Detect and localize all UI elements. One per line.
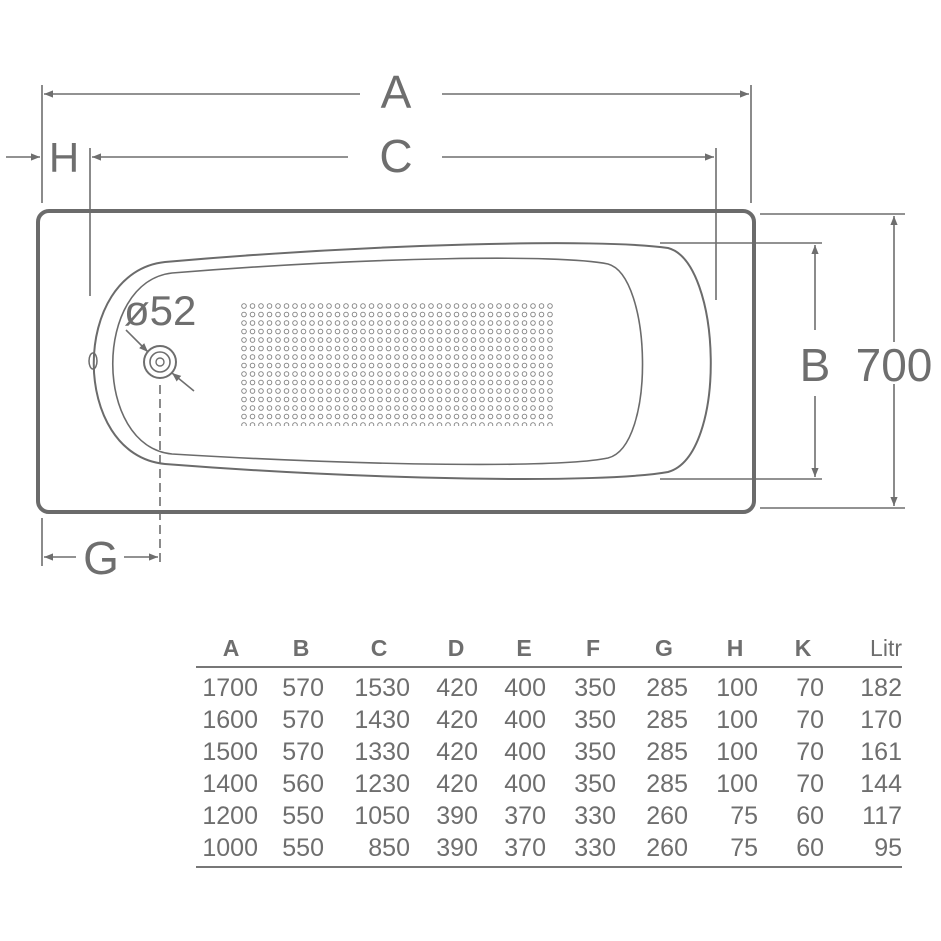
table-cell-e: 400 xyxy=(504,769,546,798)
col-header-B: B xyxy=(266,630,336,668)
table-cell-d: 420 xyxy=(436,673,478,702)
table-cell-b: 550 xyxy=(282,801,324,830)
table-cell-g: 260 xyxy=(646,801,688,830)
table-row: 1600 570 1430 420 400 350 285 100 70 170 xyxy=(196,704,902,736)
table-cell-c: 1230 xyxy=(354,769,410,798)
table-cell-h: 100 xyxy=(716,769,758,798)
overflow-hole xyxy=(88,352,98,370)
table-cell-k: 70 xyxy=(796,769,824,798)
bathtub-dimension-drawing: A C H G B 700 ø52 xyxy=(6,66,933,584)
table-cell-d: 420 xyxy=(436,705,478,734)
drain-arrow-upper xyxy=(125,329,149,353)
table-cell-f: 350 xyxy=(574,737,616,766)
label-A: A xyxy=(381,66,412,118)
table-cell-e: 370 xyxy=(504,801,546,830)
col-header-litr: Litr xyxy=(836,630,902,668)
table-cell-k: 70 xyxy=(796,705,824,734)
table-cell-litr: 95 xyxy=(836,832,902,868)
col-header-D: D xyxy=(422,630,490,668)
col-header-F: F xyxy=(558,630,628,668)
table-cell-g: 285 xyxy=(646,705,688,734)
table-cell-g: 260 xyxy=(628,832,700,868)
table-cell-a: 1600 xyxy=(202,705,258,734)
table-cell-a: 1200 xyxy=(202,801,258,830)
table-cell-litr: 182 xyxy=(860,673,902,702)
table-cell-e: 400 xyxy=(504,705,546,734)
label-G: G xyxy=(83,532,119,584)
table-cell-f: 330 xyxy=(574,801,616,830)
table-cell-h: 100 xyxy=(716,705,758,734)
table-cell-f: 330 xyxy=(558,832,628,868)
dimensions-table: A B C D E F G H K Litr 1700 570 1530 420 400… xyxy=(196,630,902,868)
table-cell-k: 70 xyxy=(796,737,824,766)
drain-arrow-lower xyxy=(171,372,195,392)
table-row: 1700 570 1530 420 400 350 285 100 70 182 xyxy=(196,667,902,704)
table-cell-f: 350 xyxy=(574,673,616,702)
table-cell-c: 1330 xyxy=(354,737,410,766)
col-header-E: E xyxy=(490,630,558,668)
label-B: B xyxy=(800,339,831,391)
bathtub-basin xyxy=(111,257,644,466)
col-header-G: G xyxy=(628,630,700,668)
table-cell-h: 100 xyxy=(716,673,758,702)
extension-lines xyxy=(41,85,905,566)
label-H: H xyxy=(49,134,79,181)
bathtub-outer-rim xyxy=(36,209,756,514)
table-cell-c: 1050 xyxy=(354,801,410,830)
table-cell-litr: 144 xyxy=(860,769,902,798)
table-cell-g: 285 xyxy=(646,769,688,798)
table-cell-a: 1700 xyxy=(202,673,258,702)
table-cell-a: 1000 xyxy=(196,832,266,868)
table-cell-c: 1430 xyxy=(354,705,410,734)
table-cell-d: 390 xyxy=(422,832,490,868)
table-cell-litr: 170 xyxy=(860,705,902,734)
col-header-C: C xyxy=(336,630,422,668)
bathtub-shape xyxy=(36,209,756,514)
anti-slip-pattern xyxy=(240,302,553,426)
table-row: 1400 560 1230 420 400 350 285 100 70 144 xyxy=(196,768,902,800)
table-cell-g: 285 xyxy=(646,673,688,702)
table-cell-b: 550 xyxy=(266,832,336,868)
bathtub-inner-rim xyxy=(92,242,712,480)
table-cell-h: 75 xyxy=(700,832,770,868)
table-cell-e: 400 xyxy=(504,673,546,702)
table-cell-c: 850 xyxy=(336,832,422,868)
table-cell-k: 60 xyxy=(796,801,824,830)
table-cell-k: 70 xyxy=(796,673,824,702)
dimension-lines xyxy=(6,90,898,561)
table-cell-h: 75 xyxy=(730,801,758,830)
table-cell-k: 60 xyxy=(770,832,836,868)
label-drain-diameter: ø52 xyxy=(124,287,196,334)
table-cell-h: 100 xyxy=(716,737,758,766)
label-C: C xyxy=(379,130,412,182)
col-header-A: A xyxy=(196,630,266,668)
table-row: 1500 570 1330 420 400 350 285 100 70 161 xyxy=(196,736,902,768)
table-cell-d: 420 xyxy=(436,769,478,798)
table-cell-a: 1400 xyxy=(202,769,258,798)
drain-outlet xyxy=(143,345,177,379)
table-cell-b: 570 xyxy=(282,705,324,734)
table-cell-c: 1530 xyxy=(354,673,410,702)
table-cell-f: 350 xyxy=(574,769,616,798)
table-cell-d: 390 xyxy=(436,801,478,830)
table-cell-b: 570 xyxy=(282,737,324,766)
table-cell-d: 420 xyxy=(436,737,478,766)
table-cell-b: 560 xyxy=(282,769,324,798)
table-cell-litr: 161 xyxy=(860,737,902,766)
table-cell-e: 370 xyxy=(490,832,558,868)
col-header-K: K xyxy=(770,630,836,668)
table-cell-b: 570 xyxy=(282,673,324,702)
label-width: 700 xyxy=(856,339,933,391)
table-header-row: A B C D E F G H K Litr xyxy=(196,630,902,668)
table-cell-litr: 117 xyxy=(862,801,902,830)
col-header-H: H xyxy=(700,630,770,668)
table-cell-f: 350 xyxy=(574,705,616,734)
table-cell-e: 400 xyxy=(504,737,546,766)
table-cell-g: 285 xyxy=(646,737,688,766)
table-cell-a: 1500 xyxy=(202,737,258,766)
table-row: 1200 550 1050 390 370 330 260 75 60 117 xyxy=(196,800,902,832)
